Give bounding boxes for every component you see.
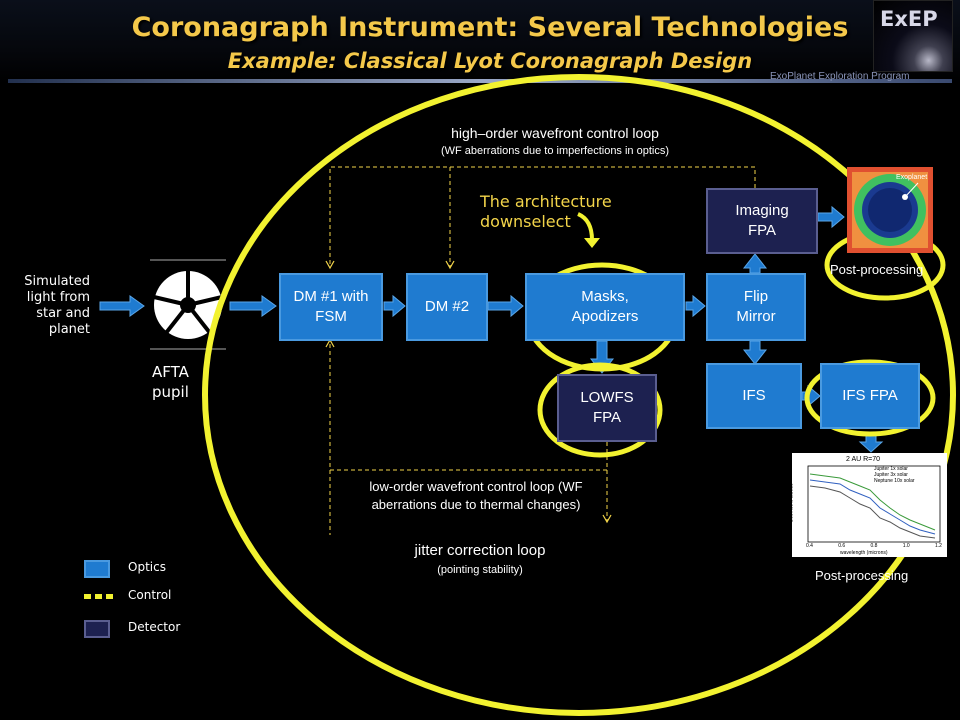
plot-legend-item: Neptune 10x solar — [874, 478, 915, 484]
exoplanet-image — [847, 167, 933, 253]
arrow-dm2-masks — [487, 294, 524, 318]
plot-xlabel: wavelength (microns) — [840, 550, 888, 556]
legend-control-label: Control — [128, 588, 172, 602]
architecture-annotation: The architecture downselect — [480, 192, 612, 231]
imaging-fpa-block: Imaging FPA — [706, 188, 818, 254]
header-divider — [8, 79, 952, 83]
highlight-ellipse-large — [202, 74, 956, 716]
plot-title: 2 AU R=70 — [846, 456, 881, 463]
legend-detector-label: Detector — [128, 620, 181, 634]
legend-detector-swatch — [84, 620, 110, 638]
page-title: Coronagraph Instrument: Several Technolo… — [131, 12, 849, 43]
legend-control-swatch — [84, 594, 114, 599]
arrow-masks-flip — [685, 294, 706, 318]
header-banner — [0, 0, 960, 84]
annotation-arrowhead — [584, 238, 600, 248]
arrow-dm1-dm2 — [383, 294, 406, 318]
arrow-flip-ifs — [742, 340, 768, 365]
arrow-imaging-out — [817, 205, 845, 229]
lowfs-fpa-block: LOWFS FPA — [557, 374, 657, 442]
dm2-block: DM #2 — [406, 273, 488, 341]
logo-text: ExEP — [880, 7, 938, 31]
jitter-loop-note: (pointing stability) — [437, 564, 523, 576]
pupil-label: AFTA pupil — [152, 363, 189, 401]
page-subtitle: Example: Classical Lyot Coronagraph Desi… — [227, 49, 753, 73]
arrow-pupil-dm1 — [229, 295, 277, 317]
afta-pupil-icon — [153, 271, 223, 339]
annotation-arrow — [577, 212, 594, 241]
low-order-loop-title: low-order wavefront control loop (WF abe… — [369, 479, 583, 512]
plot-legend-item: Jupiter 3x solar — [874, 472, 908, 478]
high-order-loop-note: (WF aberrations due to imperfections in … — [440, 145, 670, 157]
legend-optics-swatch — [84, 560, 110, 578]
highlight-ellipse-ifsfpa — [804, 359, 936, 437]
input-light-label: Simulated light from star and planet — [24, 274, 90, 337]
plot-ticks: 0.4 0.6 0.8 1.0 1.2 — [806, 543, 942, 549]
high-order-loop-line — [325, 166, 756, 270]
post-processing-bottom-label: Post-processing — [815, 568, 909, 583]
legend-optics-label: Optics — [128, 560, 166, 574]
plot-tick: 0.8 — [870, 543, 878, 549]
exoplanet-label: Exoplanet — [896, 174, 928, 181]
flip-mirror-block: Flip Mirror — [706, 273, 806, 341]
plot-tick: 0.6 — [838, 543, 846, 549]
ifs-fpa-block: IFS FPA — [820, 363, 920, 429]
arrow-flip-imaging — [742, 253, 768, 274]
ifs-block: IFS — [706, 363, 802, 429]
high-order-loop-title: high–order wavefront control loop — [451, 125, 659, 141]
spectrum-plot — [792, 453, 947, 557]
highlight-ellipse-lowfs — [537, 362, 663, 458]
program-name: ExoPlanet Exploration Program — [770, 71, 910, 82]
plot-tick: 1.0 — [902, 543, 910, 549]
masks-block: Masks, Apodizers — [525, 273, 685, 341]
jitter-loop-title: jitter correction loop — [414, 542, 546, 559]
arrow-input — [99, 295, 145, 317]
plot-legend: Jupiter 1x solar Jupiter 3x solar Neptun… — [874, 466, 915, 484]
plot-legend-item: Jupiter 1x solar — [874, 466, 908, 472]
plot-tick: 0.4 — [806, 543, 813, 549]
exep-logo: ExEP — [873, 0, 953, 72]
plot-ylabel: Geometric albedo — [788, 483, 795, 523]
plot-tick: 1.2 — [935, 543, 942, 549]
dm1-block: DM #1 with FSM — [279, 273, 383, 341]
post-processing-top-label: Post-processing — [830, 262, 924, 277]
